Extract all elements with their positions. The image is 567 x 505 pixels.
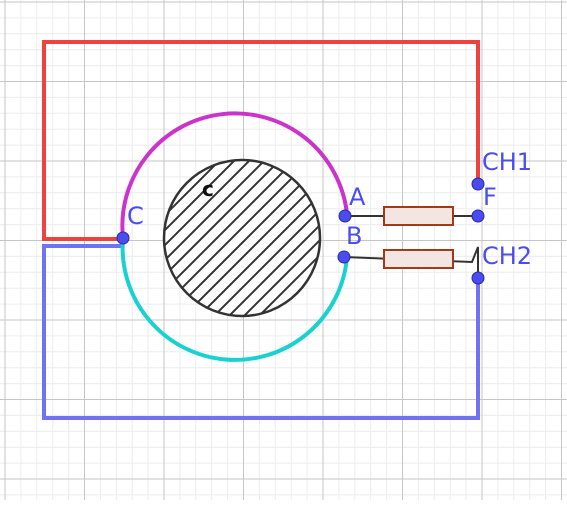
hatch-line (241, 160, 320, 316)
label-rotor: c (202, 177, 214, 201)
hatch-line (196, 160, 320, 316)
slip-ring-arc-upper (120, 111, 349, 239)
hatch-line (164, 160, 253, 316)
wire-ch1 (42, 40, 480, 241)
point-ch2[interactable] (471, 271, 485, 285)
hatch-line (164, 160, 268, 316)
point-a[interactable] (338, 209, 352, 223)
label-a: A (349, 183, 366, 211)
hatch-line (226, 160, 320, 316)
hatch-line (164, 160, 238, 316)
hatch-line (211, 160, 320, 316)
label-ch1: CH1 (482, 148, 532, 176)
hatch-line (256, 160, 320, 316)
hatch-line (164, 160, 223, 316)
label-ch2: CH2 (482, 242, 532, 270)
label-b: B (346, 222, 362, 250)
label-f: F (483, 183, 497, 211)
point-f[interactable] (471, 209, 485, 223)
hatch-line (164, 160, 283, 316)
point-ch1[interactable] (471, 177, 485, 191)
wire-ch2 (42, 244, 480, 420)
point-c[interactable] (116, 231, 130, 245)
hatch-line (164, 160, 298, 316)
resistor-bottom-icon (383, 249, 454, 269)
label-c: C (127, 202, 144, 230)
slip-ring-arc-lower (120, 237, 349, 362)
resistor-top-icon (383, 206, 454, 226)
point-b[interactable] (337, 250, 351, 264)
